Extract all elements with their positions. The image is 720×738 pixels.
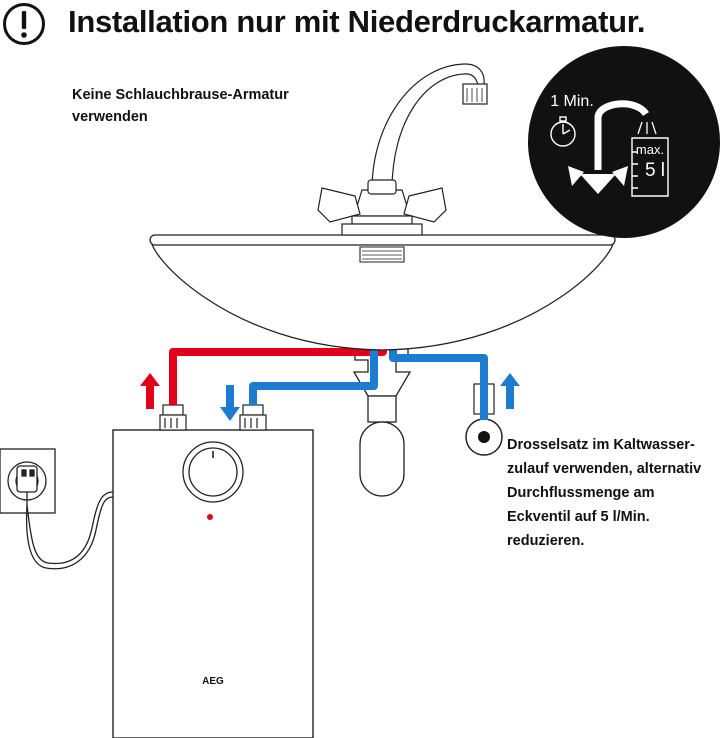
throttle-note-line: zulauf verwenden, alternativ [507, 461, 702, 477]
page-title: Installation nur mit Niederdruckarmatur. [68, 4, 646, 39]
wall-socket [0, 448, 56, 514]
indicator-led [207, 514, 213, 520]
hot-connector [159, 404, 187, 431]
cold-connector [239, 404, 267, 431]
faucet-note-line: Keine Schlauchbrause-Armatur [72, 87, 289, 103]
throttle-note-line: Durchflussmenge am [507, 485, 655, 501]
headline: Installation nur mit Niederdruckarmatur. [0, 0, 720, 50]
throttle-note: Drosselsatz im Kaltwasser- zulauf verwen… [507, 433, 701, 553]
brand-label: AEG [202, 676, 224, 687]
power-cable [25, 496, 114, 570]
temperature-knob [182, 441, 244, 503]
throttle-note-line: Drosselsatz im Kaltwasser- [507, 437, 695, 453]
wash-basin [149, 234, 616, 351]
faucet-icon [568, 100, 649, 194]
measuring-jug-icon [631, 137, 669, 197]
cold-flow-arrow [220, 385, 240, 421]
water-heater: AEG [112, 429, 314, 738]
throttle-note-line: reduzieren. [507, 533, 585, 549]
flow-rate-badge: 1 Min. max. 5 l [528, 46, 720, 238]
inlet-flow-arrow [500, 373, 520, 409]
volume-label: 5 l [645, 160, 665, 181]
faucet [317, 63, 488, 236]
stopwatch-icon [550, 116, 576, 147]
hot-flow-arrow [140, 373, 160, 409]
exclamation-circle-icon [3, 3, 45, 45]
faucet-note-line: verwenden [72, 109, 148, 125]
max-label: max. [636, 142, 664, 157]
water-spray-icon [637, 121, 657, 135]
time-label: 1 Min. [550, 93, 594, 110]
throttle-note-line: Eckventil auf 5 l/Min. [507, 509, 650, 525]
faucet-note: Keine Schlauchbrause-Armatur verwenden [72, 84, 289, 128]
